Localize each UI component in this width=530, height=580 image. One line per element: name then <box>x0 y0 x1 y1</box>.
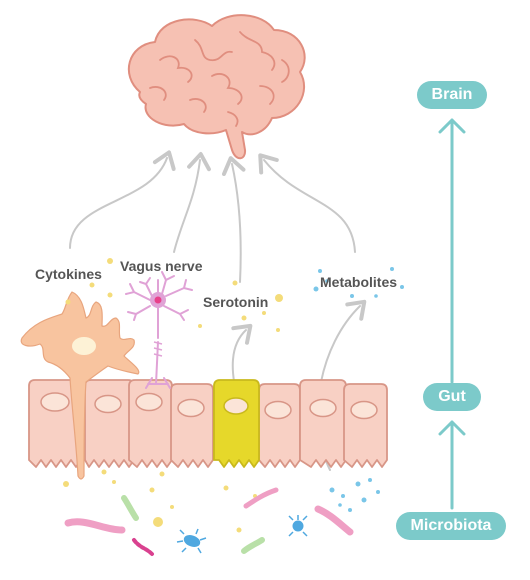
signal-molecules-blue <box>313 267 404 512</box>
serotonin-label: Serotonin <box>203 294 269 310</box>
gut-pill: Gut <box>423 383 481 411</box>
brain-pill: Brain <box>417 81 487 109</box>
signal-molecules-yellow <box>63 258 283 533</box>
immune-cell-icon <box>20 291 140 480</box>
gut-to-brain-axis-arrow <box>438 118 466 384</box>
microbiota-pill: Microbiota <box>396 512 506 540</box>
vagus-to-brain-arrow <box>173 152 211 253</box>
brain-icon <box>127 14 306 160</box>
vagus-nerve-label: Vagus nerve <box>120 258 203 274</box>
microbiota-to-gut-axis-arrow <box>438 420 466 510</box>
bacteria-icon <box>64 487 354 556</box>
cytokines-to-brain-arrow <box>69 150 176 249</box>
metabolites-to-brain-arrow <box>258 153 356 253</box>
serotonin-to-brain-arrow <box>221 156 246 283</box>
neuron-icon <box>125 271 193 389</box>
cytokines-label: Cytokines <box>35 266 102 282</box>
enteroendocrine-cell <box>213 379 260 468</box>
virus-icon <box>176 515 308 554</box>
gut-epithelium <box>28 379 388 468</box>
metabolites-label: Metabolites <box>320 274 398 290</box>
